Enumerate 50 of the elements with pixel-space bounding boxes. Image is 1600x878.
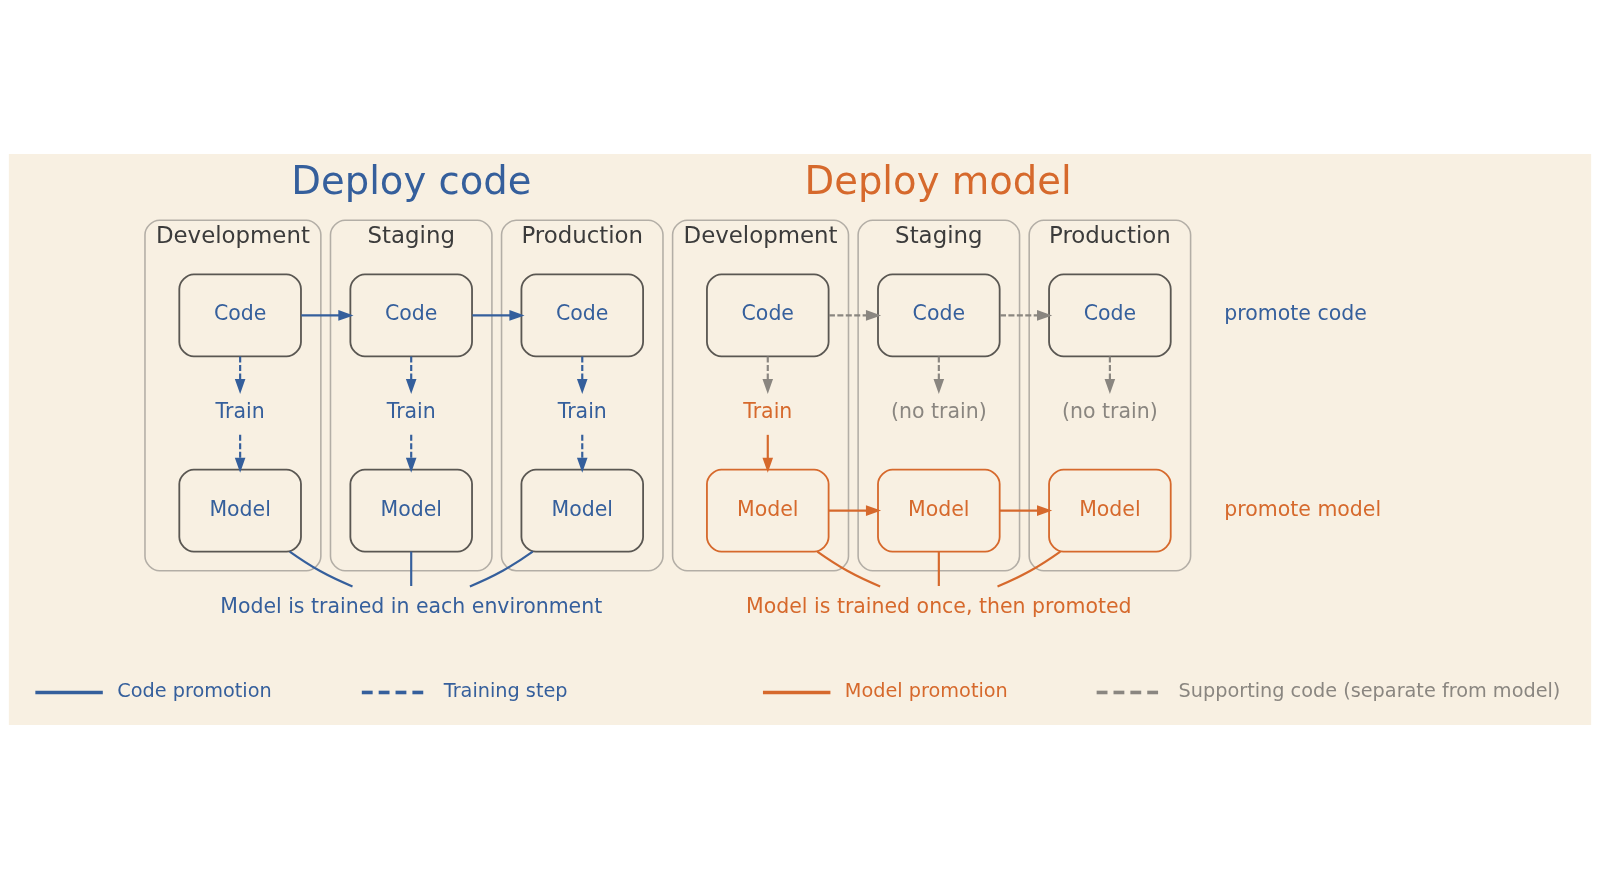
- arrow: [1104, 355, 1116, 394]
- node-box: Code: [706, 273, 830, 357]
- node-box: Model: [877, 468, 1001, 552]
- connector: [997, 550, 1061, 587]
- node-text: Train: [215, 398, 265, 423]
- arrow: [576, 355, 588, 394]
- arrow: [405, 355, 417, 394]
- arrow: [933, 355, 945, 394]
- arrow: [234, 434, 246, 473]
- connector: [289, 550, 353, 587]
- node-box: Code: [349, 273, 473, 357]
- connector: [410, 551, 413, 586]
- node-text: Train: [743, 398, 793, 423]
- node-box: Model: [1048, 468, 1172, 552]
- arrow: [301, 309, 354, 321]
- node-text: Train: [386, 398, 436, 423]
- node-box: Model: [520, 468, 644, 552]
- label: Deploy code: [291, 157, 532, 203]
- node-text: (no train): [891, 398, 987, 423]
- arrow: [828, 309, 882, 321]
- arrow: [405, 434, 417, 473]
- connector: [937, 551, 940, 586]
- node-box: Model: [349, 468, 473, 552]
- legend-label: Supporting code (separate from model): [1178, 678, 1561, 702]
- node-box: Model: [706, 468, 830, 552]
- node-box: Code: [1048, 273, 1172, 357]
- connector: [816, 550, 881, 587]
- label: Deploy model: [804, 157, 1072, 203]
- node-box: Code: [520, 273, 644, 357]
- node-box: Code: [877, 273, 1001, 357]
- arrow: [762, 434, 774, 473]
- node-text: Model is trained in each environment: [220, 593, 603, 618]
- label: promote model: [1224, 496, 1382, 521]
- arrow: [828, 504, 882, 516]
- legend-label: Code promotion: [117, 678, 272, 702]
- node-text: Train: [557, 398, 607, 423]
- node-text: Model is trained once, then promoted: [746, 593, 1132, 618]
- arrow: [576, 434, 588, 473]
- legend-label: Training step: [443, 678, 568, 702]
- node-box: Code: [178, 273, 302, 357]
- node-text: (no train): [1062, 398, 1158, 423]
- legend-label: Model promotion: [844, 678, 1008, 702]
- arrow: [762, 355, 774, 394]
- arrow: [234, 355, 246, 394]
- arrow: [472, 309, 525, 321]
- label: promote code: [1224, 300, 1367, 325]
- node-box: Model: [178, 468, 302, 552]
- arrow: [999, 504, 1053, 516]
- connector: [469, 550, 534, 587]
- arrow: [999, 309, 1053, 321]
